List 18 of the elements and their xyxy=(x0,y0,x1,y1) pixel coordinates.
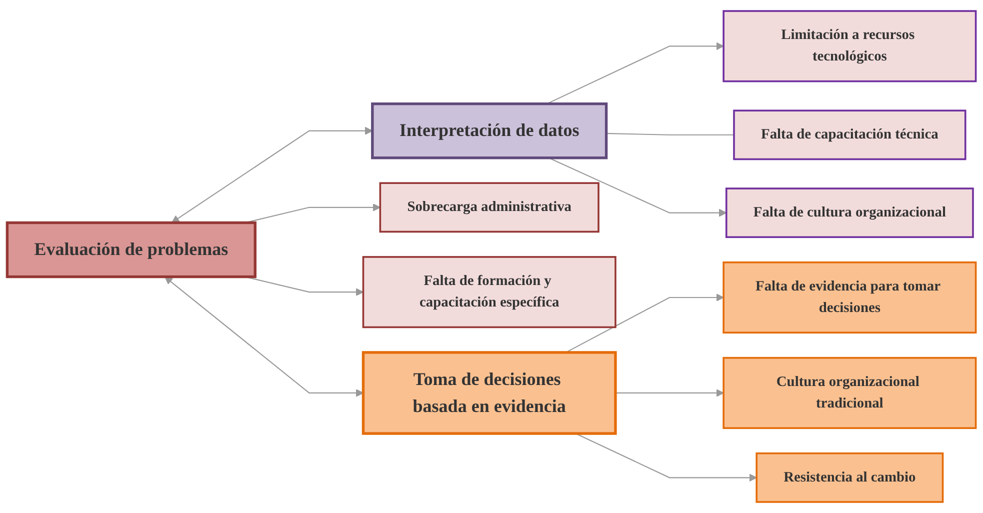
node-box: Falta de capacitación técnica xyxy=(733,110,966,160)
node-box: Toma de decisiones basada en evidencia xyxy=(362,351,617,435)
node-box: Interpretación de datos xyxy=(371,102,608,160)
node-box: Cultura organizacional tradicional xyxy=(722,356,977,429)
connector xyxy=(606,132,734,136)
node-box: Resistencia al cambio xyxy=(756,452,944,503)
arrow xyxy=(172,126,373,223)
arrow xyxy=(566,294,724,353)
arrow xyxy=(615,389,724,397)
arrow xyxy=(164,276,364,397)
node-box: Limitación a recursos tecnológicos xyxy=(722,10,977,82)
node-box: Falta de evidencia para tomar decisiones xyxy=(722,261,977,334)
arrow xyxy=(546,42,724,104)
node-box: Sobrecarga administrativa xyxy=(379,182,600,233)
arrow xyxy=(548,157,727,217)
node-box: Falta de formación y capacitación específica xyxy=(362,256,616,328)
node-box: Evaluación de problemas xyxy=(6,221,256,278)
node-box: Falta de cultura organizacional xyxy=(725,188,974,238)
